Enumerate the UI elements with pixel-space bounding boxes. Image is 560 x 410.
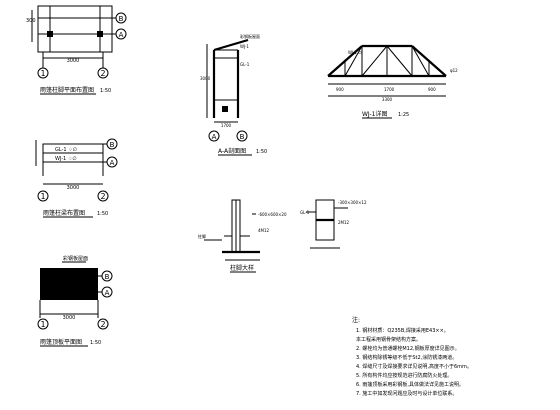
column-base-mark — [97, 31, 103, 37]
title-footing-detail: 柱脚大样 — [230, 264, 254, 272]
svg-text:300: 300 — [26, 18, 36, 24]
svg-text:3300: 3300 — [382, 97, 393, 102]
svg-text:GL-1: GL-1 — [240, 62, 250, 67]
footing-plan-outline — [37, 5, 113, 53]
svg-text:900: 900 — [428, 87, 436, 92]
note-line-5: 4. 焊缝尺寸及焊接要求详见说明,高度不小于6mm。 — [356, 363, 472, 370]
svg-text:3000: 3000 — [67, 185, 80, 191]
svg-text:1:25: 1:25 — [398, 112, 409, 118]
svg-text:GL-1 ♢∅: GL-1 ♢∅ — [55, 147, 77, 153]
axis-bubble-B — [106, 138, 118, 150]
svg-text:2: 2 — [100, 69, 105, 78]
svg-text:WJ-1 ∅: WJ-1 ∅ — [348, 50, 362, 55]
axis-bubble-2 — [97, 190, 109, 202]
axis-bubble-A — [106, 156, 118, 168]
svg-text:1:50: 1:50 — [100, 88, 111, 94]
note-line-8: 7. 施工中如发现问题应及时与设计单位联系。 — [356, 390, 457, 397]
svg-text:柱脚: 柱脚 — [198, 233, 206, 239]
svg-text:1: 1 — [40, 320, 45, 329]
svg-text:B: B — [119, 15, 124, 23]
title-footing-plan: 雨篷柱脚平面布置图 — [40, 86, 94, 94]
title-beam-layout: 雨篷柱梁布置图 — [43, 209, 85, 217]
title-roof-slab: 雨篷顶板平面图 — [40, 338, 82, 346]
svg-text:1700: 1700 — [221, 123, 232, 128]
notes-heading: 注: — [352, 316, 360, 324]
dim-3000: 3000 — [67, 58, 80, 64]
roof-slab-fill — [40, 268, 98, 300]
axis-bubble-1 — [37, 318, 49, 330]
svg-text:WJ-1: WJ-1 — [240, 44, 249, 49]
note-line-4: 3. 钢结构除锈等级不低于St2,涂防锈漆两道。 — [356, 354, 457, 361]
axis-bubble-1 — [37, 190, 49, 202]
svg-text:B: B — [110, 141, 115, 149]
note-line-2: 本工程采用钢骨架结构方案。 — [356, 336, 421, 343]
svg-text:2: 2 — [100, 192, 105, 201]
axis-bubble-1 — [37, 67, 49, 79]
axis-bubble-B — [236, 130, 248, 142]
note-line-3: 2. 螺栓均为普通螺栓M12,钢板厚度详见图示。 — [356, 345, 460, 352]
svg-text:1:50: 1:50 — [256, 149, 267, 155]
notes-block: 注: 1. 钢材材质：Q235B,焊接采用E43××。 本工程采用钢骨架结构方案… — [352, 316, 472, 397]
roof-slab-plan: 彩钢板屋面 B A 3000 1 2 雨篷顶板平面图 1:50 — [37, 255, 113, 347]
axis-bubble-A — [101, 286, 113, 298]
title-section-aa: A-A剖面图 — [218, 147, 246, 155]
title-truss: WJ-1详图 — [362, 110, 387, 118]
svg-text:-600×600×20: -600×600×20 — [258, 212, 287, 217]
axis-bubble-B — [101, 270, 113, 282]
svg-text:B: B — [105, 273, 110, 281]
note-line-1: 1. 钢材材质：Q235B,焊接采用E43××。 — [356, 327, 449, 334]
svg-text:4M12: 4M12 — [258, 228, 270, 233]
svg-text:GL-1: GL-1 — [300, 210, 310, 215]
svg-text:2: 2 — [100, 320, 105, 329]
beam-layout-plan: GL-1 ♢∅ WJ-1 ♢∅ B A 3000 1 2 雨篷柱梁布置图 1:5… — [35, 138, 118, 218]
axis-bubble-A — [208, 130, 220, 142]
svg-text:1700: 1700 — [384, 87, 395, 92]
svg-text:彩钢板屋面: 彩钢板屋面 — [63, 255, 88, 262]
note-line-6: 5. 所有构件均应按规范进行防腐防火处理。 — [356, 372, 452, 379]
svg-text:-300×300×12: -300×300×12 — [338, 200, 367, 205]
svg-text:A: A — [212, 133, 217, 141]
svg-text:WJ-1 ♢∅: WJ-1 ♢∅ — [55, 156, 77, 162]
svg-text:3000: 3000 — [63, 315, 76, 321]
axis-bubble-2 — [97, 67, 109, 79]
svg-text:900: 900 — [336, 87, 344, 92]
axis-bubble-B — [115, 12, 127, 24]
svg-text:B: B — [240, 133, 245, 141]
svg-text:φ12: φ12 — [450, 68, 458, 73]
svg-text:A: A — [110, 159, 115, 167]
section-aa: 彩钢板屋面 WJ-1 GL-1 3000 1700 A B A-A剖面图 1:5… — [200, 33, 267, 156]
beam-column-joint: GL-1 -300×300×12 2M12 — [300, 199, 367, 249]
axis-bubble-2 — [97, 318, 109, 330]
svg-text:1: 1 — [40, 192, 45, 201]
axis-bubble-A — [115, 28, 127, 40]
note-line-7: 6. 雨篷顶板采用彩钢板,具体做法详见施工说明。 — [356, 381, 464, 388]
svg-text:1: 1 — [40, 69, 45, 78]
svg-text:2M12: 2M12 — [338, 220, 350, 225]
svg-text:A: A — [105, 289, 110, 297]
svg-text:1:50: 1:50 — [90, 340, 101, 346]
svg-text:1:50: 1:50 — [97, 211, 108, 217]
svg-text:A: A — [119, 31, 124, 39]
svg-text:3000: 3000 — [200, 76, 211, 81]
svg-text:彩钢板屋面: 彩钢板屋面 — [240, 33, 260, 39]
footing-detail: 柱脚 -600×600×20 4M12 柱脚大样 — [198, 199, 287, 273]
footing-plan: 1 2 B A 3000 300 雨篷柱脚平面布置图 1:50 — [26, 5, 127, 95]
column-base-mark — [47, 31, 53, 37]
truss-detail: WJ-1 ∅ φ12 900 1700 900 3300 WJ-1详图 1:25 — [327, 44, 458, 119]
